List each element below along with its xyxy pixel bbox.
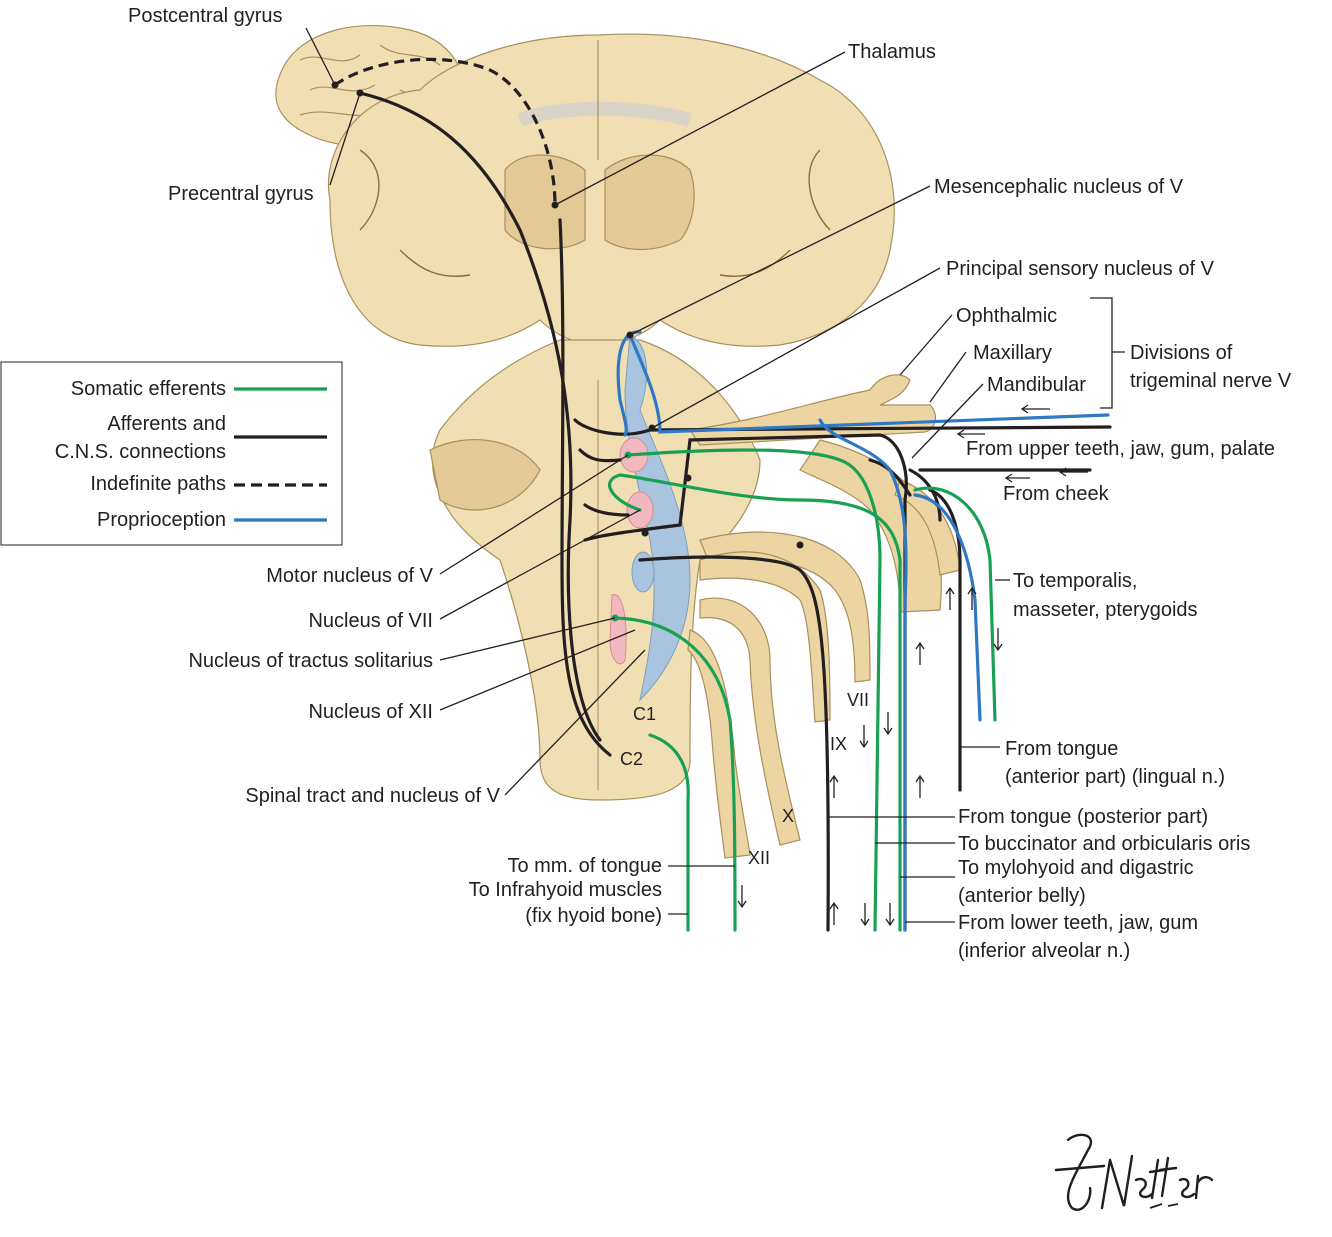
from-lower-teeth-label-line2: (inferior alveolar n.)	[958, 940, 1130, 962]
c1-label: C1	[633, 704, 656, 724]
mesencephalic-nucleus-label: Mesencephalic nucleus of V	[934, 176, 1184, 198]
from-cheek-label: From cheek	[1003, 483, 1110, 505]
thalamus-label: Thalamus	[848, 41, 936, 63]
precentral-gyrus-label: Precentral gyrus	[168, 183, 314, 205]
to-temporalis-label-line1: To temporalis,	[1013, 570, 1138, 592]
legend-afferents-label-line1: Afferents and	[107, 413, 226, 435]
xii-label: XII	[748, 848, 770, 868]
to-mylohyoid-label-line2: (anterior belly)	[958, 885, 1086, 907]
legend: Somatic efferents Afferents and C.N.S. c…	[0, 361, 343, 546]
from-upper-teeth-label: From upper teeth, jaw, gum, palate	[966, 438, 1275, 460]
nucleus-tractus-solitarius-label: Nucleus of tractus solitarius	[188, 650, 433, 672]
motor-nucleus-label: Motor nucleus of V	[266, 565, 433, 587]
to-mylohyoid-label-line1: To mylohyoid and digastric	[958, 857, 1194, 879]
to-buccinator-label: To buccinator and orbicularis oris	[958, 833, 1250, 855]
from-tongue-anterior-label-line2: (anterior part) (lingual n.)	[1005, 766, 1225, 788]
fix-hyoid-label: (fix hyoid bone)	[525, 905, 662, 927]
x-label: X	[782, 806, 794, 826]
nucleus-xii-label: Nucleus of XII	[308, 701, 433, 723]
coronal-section	[328, 33, 895, 347]
postcentral-gyrus-label: Postcentral gyrus	[128, 5, 283, 27]
from-tongue-posterior-label: From tongue (posterior part)	[958, 806, 1208, 828]
mandibular-label: Mandibular	[987, 374, 1086, 396]
vii-label: VII	[847, 690, 869, 710]
brainstem-nuclei	[609, 334, 691, 702]
legend-afferents-label-line2: C.N.S. connections	[55, 441, 226, 463]
from-lower-teeth-label-line1: From lower teeth, jaw, gum	[958, 912, 1198, 934]
flow-arrows	[737, 404, 1088, 927]
to-mm-tongue-label: To mm. of tongue	[507, 855, 662, 877]
ix-label: IX	[830, 734, 847, 754]
ophthalmic-label: Ophthalmic	[956, 305, 1057, 327]
leader-lines	[305, 27, 1010, 923]
maxillary-label: Maxillary	[973, 342, 1052, 364]
principal-sensory-nucleus-label: Principal sensory nucleus of V	[946, 258, 1215, 280]
divisions-bracket	[1090, 297, 1125, 409]
legend-somatic-efferents-label: Somatic efferents	[71, 378, 226, 400]
legend-indefinite-paths-label: Indefinite paths	[90, 473, 226, 495]
legend-proprioception-label: Proprioception	[97, 509, 226, 531]
nucleus-vii-label: Nucleus of VII	[308, 610, 433, 632]
divisions-label-line2: trigeminal nerve V	[1130, 370, 1292, 392]
divisions-label-line1: Divisions of	[1130, 342, 1233, 364]
spinal-tract-label: Spinal tract and nucleus of V	[245, 785, 500, 807]
c2-label: C2	[620, 749, 643, 769]
to-infrahyoid-label: To Infrahyoid muscles	[469, 879, 662, 901]
pathways	[331, 57, 1112, 932]
to-temporalis-label-line2: masseter, pterygoids	[1013, 599, 1198, 621]
artist-signature	[1054, 1133, 1214, 1211]
brainstem	[429, 339, 761, 801]
from-tongue-anterior-label-line1: From tongue	[1005, 738, 1118, 760]
